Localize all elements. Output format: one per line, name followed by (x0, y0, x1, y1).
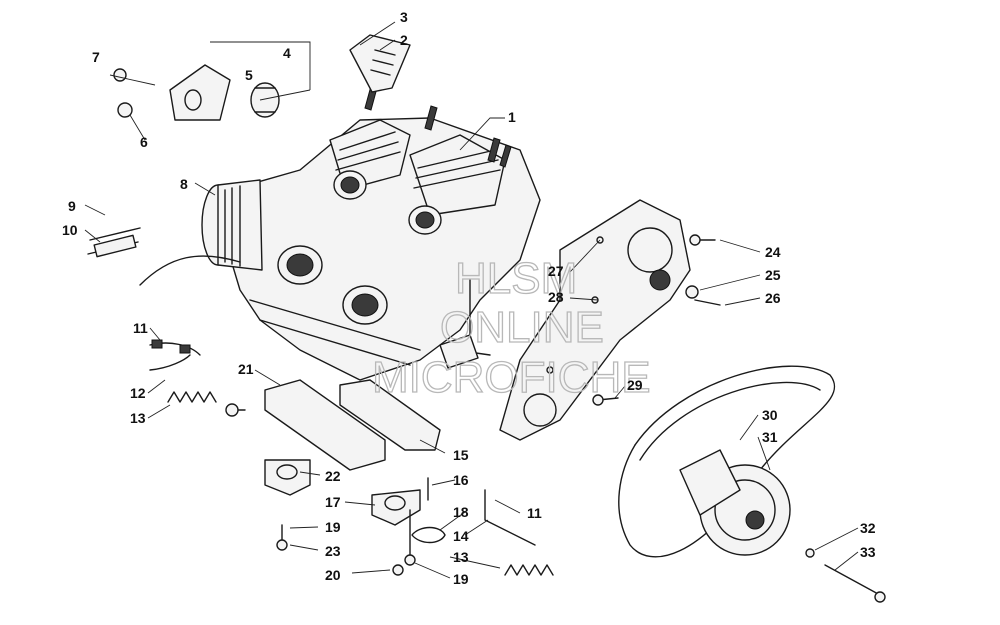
springs (167, 391, 554, 576)
watermark: HLSM ONLINE MICROFICHE (371, 253, 651, 402)
callout-18: 18 (453, 504, 469, 520)
hose-fittings (87, 227, 241, 371)
callout-7: 7 (92, 49, 100, 65)
callout-23: 23 (325, 543, 341, 559)
callout-11-left: 11 (133, 320, 148, 336)
callout-16: 16 (453, 472, 469, 488)
watermark-line3: MICROFICHE (372, 353, 651, 402)
callout-33: 33 (860, 544, 876, 560)
oil-filter-canister (201, 179, 263, 271)
drive-clutch (618, 365, 886, 603)
callout-17: 17 (325, 494, 341, 510)
callout-19-left: 19 (325, 519, 341, 535)
callout-31: 31 (762, 429, 778, 445)
clutch-side-plate (499, 199, 721, 441)
leader-lines (84, 21, 859, 579)
top-mount-plate (113, 34, 411, 121)
callout-13-left: 13 (130, 410, 146, 426)
callout-29: 29 (627, 377, 643, 393)
callout-12: 12 (130, 385, 146, 401)
callout-24: 24 (765, 244, 781, 260)
callout-5: 5 (245, 67, 253, 83)
callout-30: 30 (762, 407, 778, 423)
callout-14: 14 (453, 528, 469, 544)
callouts: 3 2 4 5 7 6 1 8 9 10 11 12 13 21 15 16 2… (62, 9, 876, 587)
callout-32: 32 (860, 520, 876, 536)
callout-6: 6 (140, 134, 148, 150)
callout-25: 25 (765, 267, 781, 283)
watermark-line2: ONLINE (440, 303, 604, 352)
callout-22: 22 (325, 468, 341, 484)
callout-4: 4 (283, 45, 291, 61)
callout-2: 2 (400, 32, 408, 48)
engine-mounts (225, 379, 536, 576)
callout-28: 28 (548, 289, 564, 305)
callout-19-right: 19 (453, 571, 469, 587)
callout-8: 8 (180, 176, 188, 192)
callout-11-right: 11 (527, 505, 542, 521)
callout-26: 26 (765, 290, 781, 306)
callout-3: 3 (400, 9, 408, 25)
engine-assembly (224, 85, 541, 381)
callout-1: 1 (508, 109, 516, 125)
callout-20: 20 (325, 567, 341, 583)
watermark-line1: HLSM (455, 254, 577, 303)
callout-9: 9 (68, 198, 76, 214)
callout-10: 10 (62, 222, 78, 238)
callout-13-right: 13 (453, 549, 469, 565)
callout-21: 21 (238, 361, 254, 377)
callout-27: 27 (548, 263, 564, 279)
callout-15: 15 (453, 447, 469, 463)
